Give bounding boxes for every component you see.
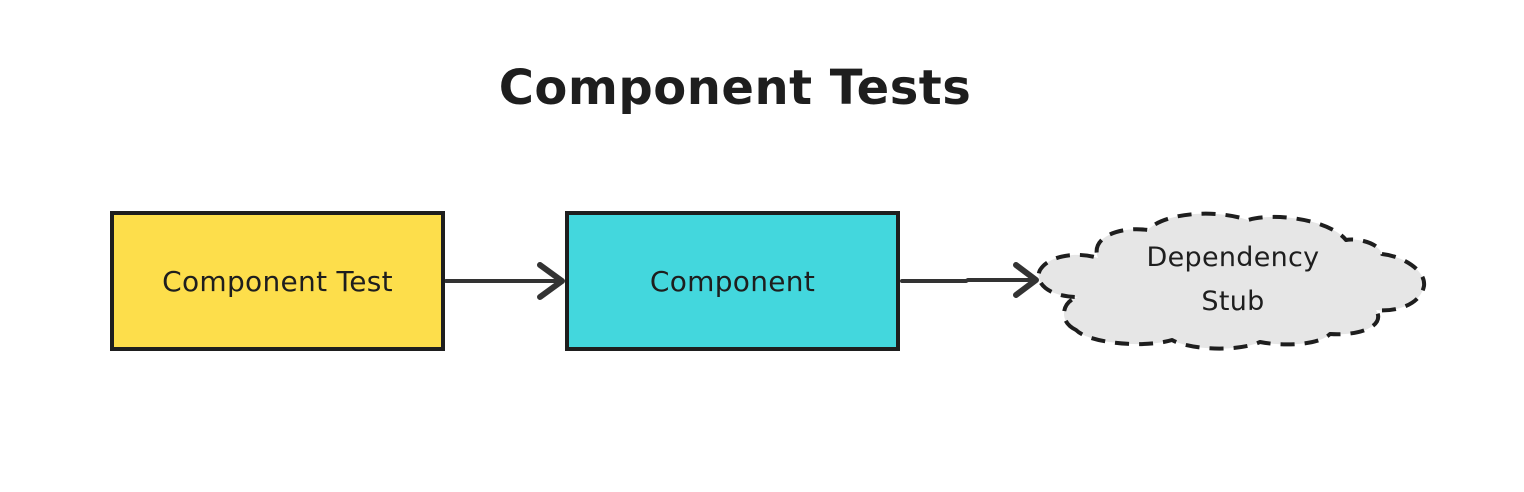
component-label: Component xyxy=(649,264,816,298)
component-node[interactable]: Component xyxy=(565,211,900,351)
arrow-test-to-component xyxy=(444,262,565,300)
dependency-stub-cloud[interactable] xyxy=(1036,211,1427,351)
dependency-stub-label: Dependency Stub xyxy=(1133,236,1333,324)
dependency-stub-label-line1: Dependency xyxy=(1146,242,1320,273)
component-test-node[interactable]: Component Test xyxy=(110,211,445,351)
arrow-component-to-stub xyxy=(900,262,1039,298)
component-test-label: Component Test xyxy=(162,264,393,298)
dependency-stub-label-line2: Stub xyxy=(1201,286,1265,317)
diagram-title: Component Tests xyxy=(498,60,972,116)
